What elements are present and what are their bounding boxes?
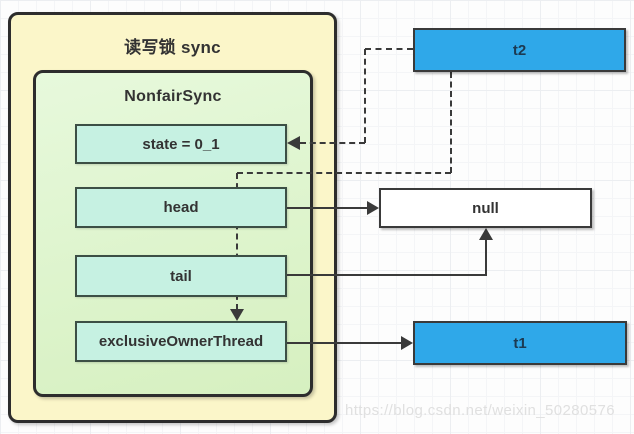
thread-node-t2-label: t2 xyxy=(512,41,527,59)
nonfairsync-container-title: NonfairSync xyxy=(124,88,222,105)
edge-t2-owner-segment-right-vertical xyxy=(450,72,452,173)
field-box-exclusive-owner-thread: exclusiveOwnerThread xyxy=(75,321,287,362)
edge-t2-state-segment-bottom xyxy=(300,142,365,144)
field-box-state: state = 0_1 xyxy=(75,124,287,164)
field-label-state: state = 0_1 xyxy=(142,135,220,153)
edge-t2-owner-arrowhead xyxy=(230,309,244,321)
field-label-exclusive-owner-thread: exclusiveOwnerThread xyxy=(98,333,264,350)
field-label-tail: tail xyxy=(170,267,192,285)
watermark-text: https://blog.csdn.net/weixin_50280576 xyxy=(345,402,615,419)
thread-node-t1-label: t1 xyxy=(513,334,527,352)
edge-tail-null-vertical xyxy=(485,240,487,276)
edge-t2-state-segment-top xyxy=(365,48,413,50)
edge-t2-state-arrowhead xyxy=(287,136,300,150)
null-node: null xyxy=(379,188,592,228)
edge-tail-null-arrowhead xyxy=(479,228,493,240)
edge-t2-owner-segment-left-vertical xyxy=(236,173,238,310)
edge-owner-t1-arrowhead xyxy=(401,336,413,350)
field-box-head: head xyxy=(75,187,287,228)
edge-head-null-line xyxy=(287,207,369,209)
thread-node-t1: t1 xyxy=(413,321,627,365)
edge-t2-owner-segment-horizontal xyxy=(237,172,451,174)
edge-tail-null-horizontal xyxy=(287,274,485,276)
null-node-label: null xyxy=(472,199,499,217)
edge-head-null-arrowhead xyxy=(367,201,379,215)
thread-node-t2: t2 xyxy=(413,28,626,72)
edge-owner-t1-line xyxy=(287,342,401,344)
field-label-head: head xyxy=(163,199,199,216)
sync-container-title: 读写锁 sync xyxy=(124,38,221,57)
field-box-tail: tail xyxy=(75,255,287,297)
edge-t2-state-segment-vertical xyxy=(364,49,366,143)
